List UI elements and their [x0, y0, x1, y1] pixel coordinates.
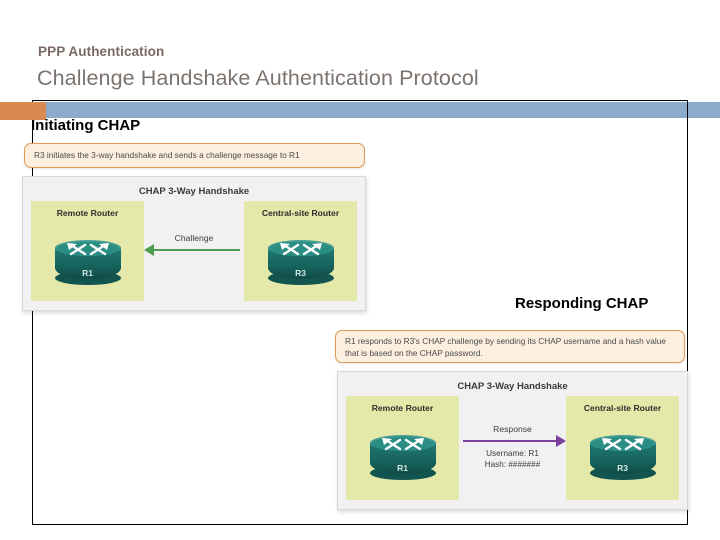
eyebrow-title: PPP Authentication — [38, 44, 165, 59]
router-icon: R1 — [54, 240, 121, 286]
callout-initiating: R3 initiates the 3-way handshake and sen… — [24, 143, 365, 168]
central-site-router-panel: Central-site Router R3 — [244, 201, 357, 301]
accent-orange-square — [0, 102, 46, 120]
diagram-title: CHAP 3-Way Handshake — [138, 186, 250, 197]
central-site-router-panel: Central-site Router R3 — [566, 396, 679, 500]
username-detail: Username: R1 — [486, 449, 539, 458]
callout-responding: R1 responds to R3's CHAP challenge by se… — [335, 330, 685, 363]
section-label-initiating: Initiating CHAP — [31, 117, 141, 134]
remote-router-panel: Remote Router R1 — [31, 201, 144, 301]
arrow-zone: Challenge — [144, 201, 244, 301]
arrow-zone: Response Username: R1 Hash: ####### — [459, 396, 566, 500]
response-arrow-head — [556, 435, 566, 447]
router-name-label: R3 — [295, 268, 306, 278]
router-name-label: R1 — [397, 463, 408, 473]
hash-detail: Hash: ####### — [484, 460, 541, 469]
router-name-label: R1 — [82, 268, 93, 278]
callout-responding-text: R1 responds to R3's CHAP challenge by se… — [345, 336, 666, 358]
accent-blue-bar — [45, 102, 720, 118]
callout-initiating-text: R3 initiates the 3-way handshake and sen… — [34, 149, 300, 160]
diagram-title: CHAP 3-Way Handshake — [457, 381, 568, 392]
router-icon: R3 — [267, 240, 334, 286]
remote-router-panel: Remote Router R1 — [346, 396, 459, 500]
central-site-router-label: Central-site Router — [583, 403, 662, 413]
arrow-label: Response — [493, 424, 532, 434]
router-icon: R1 — [369, 435, 436, 481]
arrow-label: Challenge — [174, 233, 214, 243]
remote-router-label: Remote Router — [371, 403, 434, 413]
central-site-router-label: Central-site Router — [261, 208, 340, 218]
router-name-label: R3 — [617, 463, 628, 473]
diagram-initiating-chap: CHAP 3-Way Handshake Remote Router R1 Ch… — [22, 176, 366, 311]
diagram-responding-chap: CHAP 3-Way Handshake Remote Router R1 Re… — [337, 371, 688, 510]
remote-router-label: Remote Router — [56, 208, 119, 218]
slide-header: PPP Authentication Challenge Handshake A… — [0, 0, 720, 100]
content-frame — [32, 100, 688, 525]
section-label-responding: Responding CHAP — [515, 295, 649, 312]
page-title: Challenge Handshake Authentication Proto… — [37, 66, 479, 90]
response-arrow-line — [463, 440, 557, 442]
challenge-arrow-head — [144, 244, 154, 256]
router-icon: R3 — [589, 435, 656, 481]
challenge-arrow-line — [152, 249, 240, 251]
